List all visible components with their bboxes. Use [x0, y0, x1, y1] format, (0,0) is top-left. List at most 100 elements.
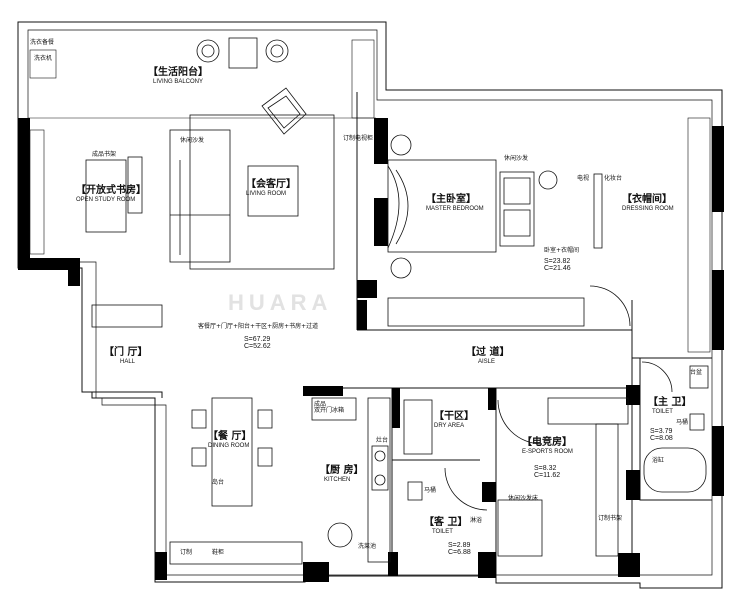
bedroom-sofa-icon — [503, 209, 531, 237]
inner-wall-line — [27, 29, 713, 576]
wall-block — [626, 470, 640, 500]
label-washer: 洗衣机 — [34, 55, 53, 62]
sink-icon — [327, 522, 353, 548]
armchair-icon — [267, 95, 301, 129]
wall-block — [482, 482, 496, 502]
dining-chair — [257, 409, 273, 429]
wardrobe-hatch — [351, 39, 375, 119]
room-en: TOILET — [432, 528, 453, 535]
guest-toilet-icon — [407, 481, 423, 501]
door-swing — [641, 361, 673, 393]
sofa-bed-icon — [497, 499, 543, 557]
metric-s: S=8.32 — [534, 465, 557, 472]
door-swing — [444, 467, 488, 511]
metric-s: S=2.89 — [448, 542, 471, 549]
label-bedroom-sofa: 休闲沙发 — [504, 155, 529, 162]
room-cn: 【客 卫】 — [424, 517, 468, 528]
balcony-window — [228, 37, 258, 69]
ac-unit-icon — [265, 39, 289, 63]
esports-cabinet — [547, 397, 629, 425]
watermark: HUARA — [228, 290, 333, 315]
room-guest-toilet: 【客 卫】 TOILET — [424, 517, 468, 535]
burner-icon — [374, 450, 386, 462]
label-dresser: 化妆台 — [604, 175, 623, 182]
metric-esports-area: S=8.32 C=11.62 — [534, 465, 560, 480]
room-en: KITCHEN — [324, 476, 351, 483]
esports-walls — [496, 387, 633, 575]
room-en: OPEN STUDY ROOM — [76, 196, 136, 203]
wall-block — [626, 385, 640, 405]
metric-guest-toilet-area: S=2.89 C=6.88 — [448, 542, 471, 557]
room-cn: 【生活阳台】 — [148, 67, 208, 78]
metric-c: C=52.62 — [244, 343, 271, 351]
label-stove: 灶台 — [376, 437, 389, 444]
room-master: 【主卧室】 MASTER BEDROOM — [426, 194, 484, 212]
bed-icon — [387, 159, 497, 253]
wall-block — [303, 562, 329, 582]
nightstand-icon — [390, 257, 412, 279]
room-master-toilet: 【主 卫】 TOILET — [648, 397, 692, 415]
wall-block — [18, 118, 30, 268]
living-rug — [189, 114, 335, 270]
dining-chair — [191, 447, 207, 467]
label-master-toilet: 马桶 — [676, 419, 689, 426]
coffee-table — [247, 165, 299, 217]
bottom-cabinet — [169, 541, 303, 565]
room-cn: 【干区】 — [434, 411, 474, 422]
wall-block — [357, 300, 367, 330]
label-wash-counter: 台盆 — [690, 369, 703, 376]
metric-c: C=6.88 — [448, 549, 471, 557]
room-cn: 【餐 厅】 — [208, 431, 252, 442]
ac-unit-icon — [201, 44, 215, 58]
kitchen-counter — [367, 397, 391, 563]
wall-block — [18, 258, 80, 270]
wall-block — [68, 258, 80, 286]
label-tv-cabinet: 订制电视柜 — [343, 135, 374, 142]
dining-chair — [257, 447, 273, 467]
label-bookshelf: 成品书架 — [92, 151, 117, 158]
label-shoe: 鞋柜 — [212, 549, 225, 556]
room-dining: 【餐 厅】 DINING ROOM — [208, 431, 252, 449]
wash-basin-icon — [689, 365, 709, 389]
wardrobe-hatch — [29, 49, 57, 79]
room-kitchen: 【厨 房】 KITCHEN — [320, 465, 363, 483]
wall-block — [712, 126, 724, 212]
hall-cabinet — [91, 304, 163, 328]
wall-block — [712, 426, 724, 496]
door-swing — [497, 399, 543, 445]
metric-c: C=8.08 — [650, 435, 673, 443]
wall-block — [392, 388, 400, 428]
fridge-icon — [311, 397, 357, 421]
burner-icon — [374, 474, 386, 486]
label-sink: 洗菜池 — [358, 543, 377, 550]
room-en: DRESSING ROOM — [622, 205, 674, 212]
room-cn: 【衣帽间】 — [622, 194, 672, 205]
room-en: LIVING BALCONY — [152, 78, 203, 85]
wardrobe-hatch — [687, 117, 711, 353]
armchair-icon — [261, 87, 307, 135]
room-balcony: 【生活阳台】 LIVING BALCONY — [148, 67, 208, 85]
room-en: AISLE — [478, 358, 496, 365]
wall-block — [478, 552, 496, 578]
room-en: DINING ROOM — [208, 442, 250, 449]
wardrobe-hatch — [29, 129, 45, 255]
wall-block — [155, 552, 167, 580]
metric-s: S=67.29 — [244, 336, 271, 343]
room-cn: 【主卧室】 — [426, 194, 476, 205]
bathtub-icon — [643, 447, 707, 493]
room-en: HALL — [120, 358, 136, 365]
label-bathtub: 浴缸 — [652, 457, 665, 464]
metric-s: S=23.82 — [544, 258, 571, 265]
stove-icon — [371, 445, 389, 491]
label-sofa-bed: 休闲沙发床 — [508, 495, 539, 502]
label-guest-toilet: 马桶 — [424, 487, 437, 494]
room-cn: 【主 卫】 — [648, 397, 692, 408]
metric-s: S=3.79 — [650, 428, 673, 435]
aisle-cabinet — [387, 297, 585, 327]
label-shower: 淋浴 — [470, 517, 483, 524]
wall-block — [488, 388, 496, 410]
room-esports: 【电竞房】 E-SPORTS ROOM — [522, 437, 573, 455]
metric-master-area: S=23.82 C=21.46 — [544, 258, 571, 273]
dining-north — [92, 391, 163, 398]
study-desk — [85, 159, 127, 233]
